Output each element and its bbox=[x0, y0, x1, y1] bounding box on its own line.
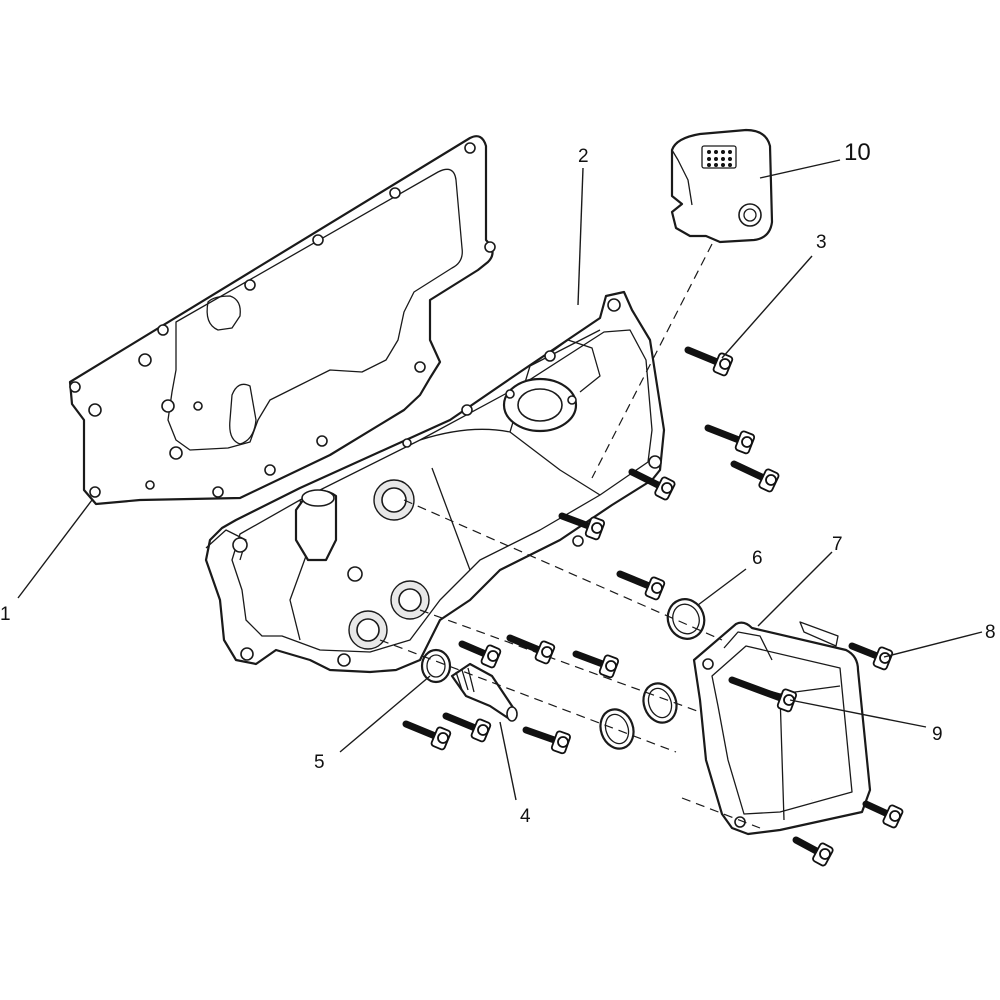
bolt bbox=[704, 424, 756, 455]
bolt-cap bbox=[889, 810, 901, 822]
bolt bbox=[862, 800, 904, 829]
o-ring-part-5 bbox=[420, 648, 452, 684]
bolt bbox=[684, 346, 734, 377]
callout-4: 4 bbox=[520, 806, 531, 827]
o-ring-pair bbox=[599, 682, 678, 750]
bolt bbox=[616, 570, 666, 601]
bolt-cap bbox=[437, 732, 449, 744]
callout-6: 6 bbox=[752, 548, 763, 569]
alignment-lines bbox=[379, 243, 761, 829]
fitting-part-4 bbox=[450, 662, 518, 722]
callout-3: 3 bbox=[816, 232, 827, 253]
bolt-cap bbox=[765, 474, 777, 486]
bolts bbox=[402, 346, 904, 867]
bolt-cap bbox=[661, 482, 673, 494]
bolt-cap bbox=[741, 436, 753, 448]
bolt bbox=[848, 642, 894, 671]
callout-10: 10 bbox=[844, 139, 871, 166]
oil-cooler-part-7 bbox=[692, 621, 872, 836]
bolt-cap bbox=[541, 646, 553, 658]
bolt-cap bbox=[651, 582, 663, 594]
bolt-cap bbox=[783, 694, 795, 706]
callout-1: 1 bbox=[0, 604, 11, 625]
bolt bbox=[628, 468, 676, 501]
bolt-cap bbox=[719, 358, 731, 370]
gasket-part-1 bbox=[68, 135, 496, 506]
bolt bbox=[442, 712, 492, 743]
cover-cap-part-10 bbox=[670, 128, 774, 244]
bolt-cap bbox=[819, 848, 831, 860]
oil-filter-housing-part-2 bbox=[204, 290, 666, 674]
bolt-cap bbox=[487, 650, 499, 662]
callout-labels: 1 2 3 4 5 6 7 8 9 10 bbox=[0, 139, 996, 827]
cover-cap-grid bbox=[707, 150, 732, 167]
bolt bbox=[458, 640, 502, 669]
bolt bbox=[572, 650, 620, 679]
callout-5: 5 bbox=[314, 752, 325, 773]
bolt bbox=[402, 720, 452, 751]
bolt bbox=[728, 676, 798, 713]
o-ring-part-6 bbox=[666, 598, 706, 640]
callout-7: 7 bbox=[832, 534, 843, 555]
bolt-cap bbox=[557, 736, 569, 748]
callout-9: 9 bbox=[932, 724, 943, 745]
bolt bbox=[522, 726, 571, 755]
bolt bbox=[792, 836, 834, 867]
bolt-shank bbox=[728, 676, 790, 704]
leader-lines bbox=[17, 159, 983, 801]
bolt-cap bbox=[591, 522, 603, 534]
callout-8: 8 bbox=[985, 622, 996, 643]
bolt-cap bbox=[605, 660, 617, 672]
bolt bbox=[730, 460, 780, 493]
bolt-cap bbox=[477, 724, 489, 736]
bolt bbox=[558, 512, 606, 541]
bolt bbox=[506, 634, 556, 665]
bolt-cap bbox=[879, 652, 891, 664]
callout-2: 2 bbox=[578, 146, 589, 167]
